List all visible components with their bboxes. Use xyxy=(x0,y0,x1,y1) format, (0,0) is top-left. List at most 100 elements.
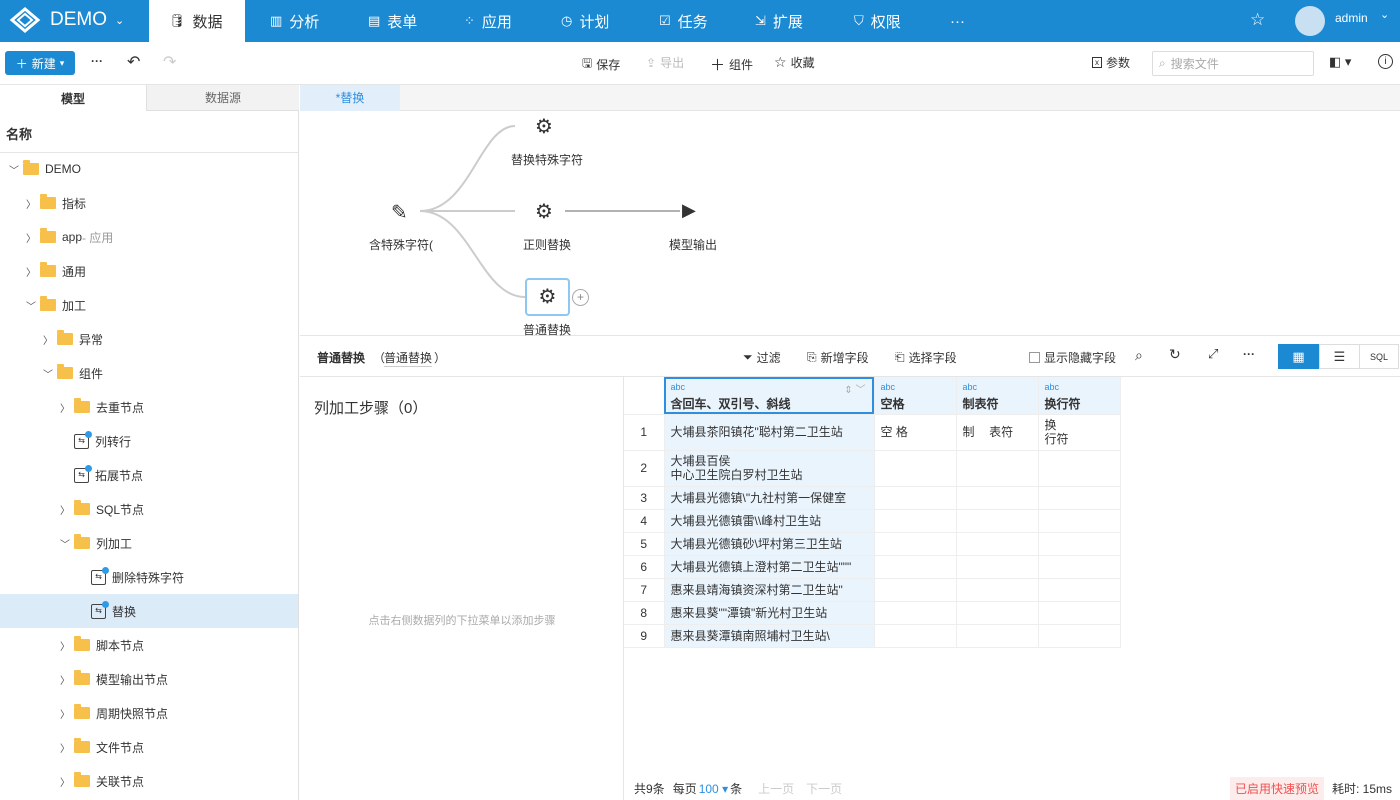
tree-item[interactable]: ⇆拓展节点 xyxy=(0,458,298,492)
sql-view-button[interactable]: SQL xyxy=(1359,344,1399,369)
tree-item[interactable]: ⇆列转行 xyxy=(0,424,298,458)
chevron-right-icon[interactable]: 〉 xyxy=(60,777,70,789)
table-cell[interactable] xyxy=(956,624,1039,648)
table-cell[interactable] xyxy=(956,450,1039,487)
table-cell[interactable] xyxy=(1038,486,1121,510)
tree-item[interactable]: 〉周期快照节点 xyxy=(0,696,298,730)
table-cell[interactable]: 大埔县百侯 中心卫生院白罗村卫生站 xyxy=(664,450,875,487)
source-node-icon[interactable]: ✎ xyxy=(391,202,408,224)
select-field-button[interactable]: ⎗选择字段 xyxy=(895,349,957,366)
table-cell[interactable] xyxy=(874,509,957,533)
tree-item[interactable]: 〉脚本节点 xyxy=(0,628,298,662)
chevron-right-icon[interactable]: 〉 xyxy=(43,335,53,347)
table-cell[interactable] xyxy=(1038,450,1121,487)
table-cell[interactable] xyxy=(1038,532,1121,556)
table-cell[interactable] xyxy=(956,509,1039,533)
tree-item[interactable]: 〉异常 xyxy=(0,322,298,356)
more-icon[interactable]: ··· xyxy=(91,54,103,68)
tree-item[interactable]: ⇆删除特殊字符 xyxy=(0,560,298,594)
favorite-button[interactable]: ☆收藏 xyxy=(774,54,815,71)
tab-model[interactable]: 模型 xyxy=(0,85,146,111)
undo-icon[interactable]: ↶ xyxy=(127,54,141,71)
table-cell[interactable]: 空 格 xyxy=(874,414,957,451)
add-node-icon[interactable]: + xyxy=(572,289,589,306)
chevron-right-icon[interactable]: 〉 xyxy=(60,641,70,653)
next-page-button[interactable]: 下一页 xyxy=(806,782,843,796)
username[interactable]: admin xyxy=(1335,11,1368,25)
table-cell[interactable] xyxy=(874,450,957,487)
table-cell[interactable]: 惠来县葵潭镇南照埔村卫生站\ xyxy=(664,624,875,648)
chevron-down-icon[interactable]: ﹀ xyxy=(26,301,36,313)
prev-page-button[interactable]: 上一页 xyxy=(758,782,795,796)
chevron-right-icon[interactable]: 〉 xyxy=(26,233,36,245)
nav-shield[interactable]: ⛉权限 xyxy=(834,0,921,42)
search-input[interactable]: ⌕搜索文件 xyxy=(1152,51,1314,76)
table-cell[interactable] xyxy=(874,486,957,510)
table-cell[interactable] xyxy=(874,532,957,556)
table-cell[interactable]: 大埔县光德镇\"九社村第一保健室 xyxy=(664,486,875,510)
tree-item[interactable]: ﹀DEMO xyxy=(0,152,298,186)
nav-chart[interactable]: ▥分析 xyxy=(250,0,339,42)
table-cell[interactable]: 惠来县靖海镇资深村第二卫生站" xyxy=(664,578,875,602)
table-cell[interactable] xyxy=(956,601,1039,625)
search-icon[interactable]: ⌕ xyxy=(1135,347,1143,363)
table-cell[interactable]: 大埔县光德镇砂\坪村第三卫生站 xyxy=(664,532,875,556)
gears-icon[interactable]: ⚙ xyxy=(525,278,570,316)
tree-item[interactable]: 〉关联节点 xyxy=(0,764,298,798)
grid-view-button[interactable]: ▦ xyxy=(1278,344,1319,369)
gears-icon[interactable]: ⚙ xyxy=(535,116,553,138)
avatar[interactable] xyxy=(1295,6,1325,36)
table-cell[interactable] xyxy=(1038,509,1121,533)
chevron-right-icon[interactable]: 〉 xyxy=(60,403,70,415)
tree-item[interactable]: ﹀列加工 xyxy=(0,526,298,560)
nav-more[interactable]: ··· xyxy=(930,0,985,42)
table-cell[interactable] xyxy=(874,555,957,579)
tree-item[interactable]: ⇆替换 xyxy=(0,594,298,628)
expand-icon[interactable]: ⤢ xyxy=(1208,346,1219,361)
table-cell[interactable]: 制 表符 xyxy=(956,414,1039,451)
table-cell[interactable] xyxy=(1038,578,1121,602)
info-icon[interactable]: i xyxy=(1378,54,1393,69)
gears-icon[interactable]: ⚙ xyxy=(535,201,553,223)
star-icon[interactable]: ☆ xyxy=(1250,10,1266,29)
add-field-button[interactable]: ⎘新增字段 xyxy=(807,349,869,366)
tree-item[interactable]: ﹀组件 xyxy=(0,356,298,390)
table-cell[interactable] xyxy=(1038,624,1121,648)
nav-task[interactable]: ☑任务 xyxy=(639,0,728,42)
new-button[interactable]: ＋新建▾ xyxy=(5,51,75,75)
panel-subtitle[interactable]: 普通替换 xyxy=(384,351,433,367)
chevron-right-icon[interactable]: 〉 xyxy=(60,709,70,721)
tree-item[interactable]: 〉通用 xyxy=(0,254,298,288)
table-cell[interactable] xyxy=(956,555,1039,579)
more-icon[interactable]: ··· xyxy=(1243,347,1255,361)
tree-item[interactable]: 〉app - 应用 xyxy=(0,220,298,254)
tree-item[interactable]: 〉SQL节点 xyxy=(0,492,298,526)
tree-item[interactable]: 〉文件节点 xyxy=(0,730,298,764)
nav-apps[interactable]: ⁘应用 xyxy=(444,0,532,42)
table-cell[interactable] xyxy=(956,578,1039,602)
chevron-down-icon[interactable]: ﹀ xyxy=(43,369,53,381)
page-size-select[interactable]: 100 ▾ xyxy=(698,781,729,796)
table-cell[interactable]: 大埔县光德镇上澄村第二卫生站""" xyxy=(664,555,875,579)
chevron-right-icon[interactable]: 〉 xyxy=(60,505,70,517)
layout-icon[interactable]: ◧ ▾ xyxy=(1329,54,1352,69)
chevron-right-icon[interactable]: 〉 xyxy=(60,675,70,687)
table-cell[interactable]: 惠来县葵""潭镇"新光村卫生站 xyxy=(664,601,875,625)
list-view-button[interactable]: ☰ xyxy=(1319,344,1360,369)
nav-extend[interactable]: ⇲扩展 xyxy=(735,0,823,42)
tree-item[interactable]: 〉指标 xyxy=(0,186,298,220)
tree-item[interactable]: ﹀加工 xyxy=(0,288,298,322)
table-cell[interactable] xyxy=(874,624,957,648)
table-cell[interactable] xyxy=(956,532,1039,556)
column-menu-chevron-icon[interactable]: ⇕ ﹀ xyxy=(844,385,866,396)
refresh-icon[interactable]: ↻ xyxy=(1169,346,1181,362)
component-button[interactable]: ＋组件 xyxy=(710,54,753,75)
table-cell[interactable] xyxy=(874,578,957,602)
table-cell[interactable] xyxy=(874,601,957,625)
chevron-right-icon[interactable]: 〉 xyxy=(26,267,36,279)
